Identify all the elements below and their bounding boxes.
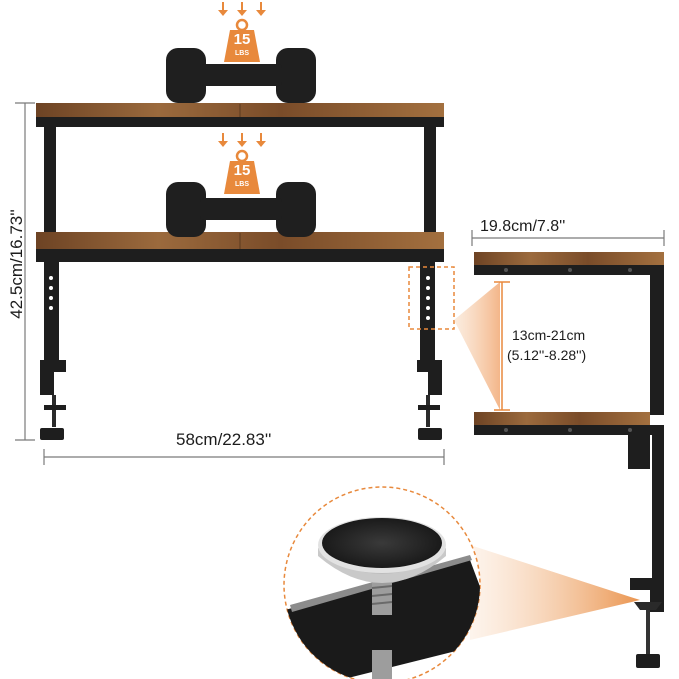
width-dimension-line [43,449,445,465]
dumbbell-icon [166,182,316,237]
highlight-box [408,266,455,330]
weight-badge-icon [224,149,260,194]
adjust-range-line [494,281,510,411]
main-stand [36,103,444,440]
foot-pad-zoom [285,517,480,679]
weight-unit: LBS [235,181,249,188]
width-label: 58cm/22.83'' [176,430,272,449]
down-arrows-icon [218,2,266,16]
depth-dimension-line [471,230,665,246]
weight-value: 15 [233,162,251,179]
weight-badge-icon [224,18,260,62]
zoom-beam [470,545,640,640]
depth-label: 19.8cm/7.8'' [480,218,566,235]
adjust-range-cm-label: 13cm-21cm [512,327,586,343]
weight-value: 15 [233,31,251,48]
weight-unit: LBS [235,50,249,57]
side-view [474,252,664,668]
adjust-range-in-label: (5.12''-8.28'') [507,347,587,363]
dumbbell-icon [166,48,316,103]
highlight-beam [454,282,500,410]
height-label: 42.5cm/16.73'' [7,209,26,319]
down-arrows-icon [218,133,266,147]
height-dimension-line [15,102,35,441]
